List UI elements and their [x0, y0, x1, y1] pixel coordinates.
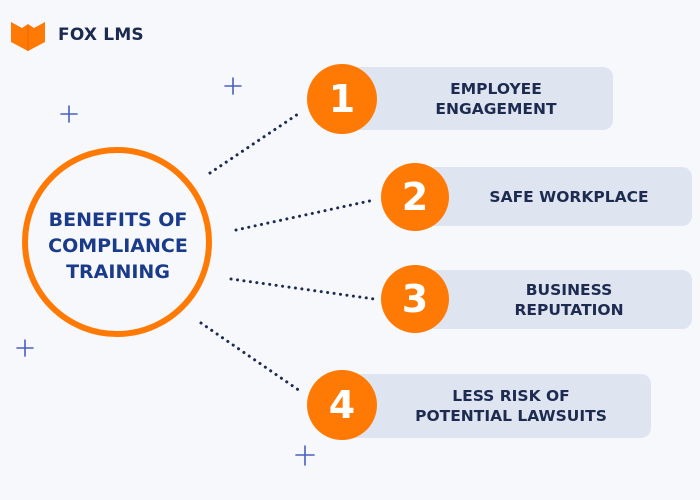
- sparkle-icon: [16, 339, 34, 357]
- benefit-number-4: 4: [307, 370, 377, 440]
- sparkle-icon: [295, 445, 315, 466]
- benefit-label-line: SAFE WORKPLACE: [489, 187, 649, 206]
- benefit-label-line: BUSINESS: [525, 280, 613, 299]
- benefit-number-2: 2: [381, 163, 449, 231]
- center-title: BENEFITS OF COMPLIANCE TRAINING: [27, 207, 209, 285]
- benefit-label-line: LESS RISK OF: [452, 387, 570, 405]
- connector-3: [229, 277, 376, 301]
- benefit-label-line: POTENTIAL LAWSUITS: [415, 407, 607, 425]
- sparkle-icon: [224, 77, 242, 95]
- center-title-line: BENEFITS OF: [48, 209, 188, 231]
- connector-2: [234, 198, 376, 232]
- connector-4: [199, 321, 302, 393]
- sparkle-icon: [60, 105, 78, 123]
- fox-book-icon: [11, 22, 45, 51]
- center-title-line: COMPLIANCE: [48, 235, 188, 257]
- benefit-card-4: LESS RISK OF POTENTIAL LAWSUITS: [345, 374, 651, 438]
- benefit-label-line: EMPLOYEE: [450, 79, 542, 98]
- benefit-label-line: ENGAGEMENT: [435, 99, 557, 118]
- benefit-card-1: EMPLOYEE ENGAGEMENT: [345, 67, 613, 130]
- center-ring: [22, 147, 212, 337]
- brand-logo: FOX LMS: [10, 18, 144, 52]
- benefit-card-3: BUSINESS REPUTATION: [418, 270, 692, 329]
- benefit-number-1: 1: [307, 64, 377, 134]
- benefit-label-line: REPUTATION: [514, 300, 624, 319]
- connector-1: [208, 110, 303, 175]
- brand-name: FOX LMS: [58, 25, 144, 45]
- sparkles: [16, 77, 315, 466]
- benefit-number-3: 3: [381, 265, 449, 333]
- benefit-card-2: SAFE WORKPLACE: [418, 167, 692, 226]
- center-title-line: TRAINING: [66, 261, 170, 283]
